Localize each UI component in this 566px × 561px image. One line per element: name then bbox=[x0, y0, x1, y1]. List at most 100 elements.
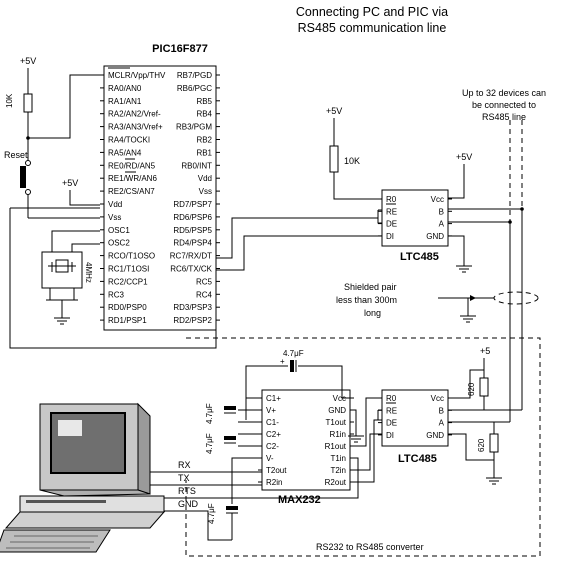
ltc485-bottom-name: LTC485 bbox=[398, 453, 437, 465]
label-vcc-pullup: +5V bbox=[326, 106, 342, 116]
ltc485-top-pin-left-0: R0 bbox=[386, 195, 397, 204]
ltc485-bottom-pin-left-3: DI bbox=[386, 431, 394, 440]
label-vcc-reset: +5V bbox=[20, 56, 36, 66]
label-tx: TX bbox=[178, 473, 190, 483]
resistor-620-1 bbox=[479, 377, 489, 397]
max232-pin-right-6: T2in bbox=[330, 466, 346, 475]
pic-pin-left-0: MCLR/Vpp/THV bbox=[108, 71, 166, 80]
resistor-620-2 bbox=[489, 433, 499, 453]
pic-pin-left-15: RC1/T1OSI bbox=[108, 265, 149, 274]
ltc485-bottom-pin-right-2: A bbox=[439, 419, 445, 428]
max232-pin-left-1: V+ bbox=[266, 406, 276, 415]
max232-pin-right-4: R1out bbox=[325, 442, 347, 451]
label-r-reset: 10K bbox=[5, 93, 14, 108]
pic-pin-right-6: RB1 bbox=[196, 148, 212, 157]
pic-pin-left-9: RE2/CS/AN7 bbox=[108, 187, 155, 196]
ltc485-top-pin-left-1: RE bbox=[386, 207, 397, 216]
ltc485-bottom-pin-right-1: B bbox=[439, 406, 444, 415]
max232-pin-right-2: T1out bbox=[326, 418, 347, 427]
pic-pin-left-10: Vdd bbox=[108, 200, 122, 209]
label-crystal: 4MHz bbox=[84, 262, 93, 283]
pic-pin-left-14: RCO/T1OSO bbox=[108, 252, 155, 261]
label-r620-1: 620 bbox=[467, 382, 476, 396]
max232-body bbox=[261, 389, 351, 491]
ltc485-top-pin-left-3: DI bbox=[386, 232, 394, 241]
crystal-box bbox=[41, 251, 83, 289]
pic-pin-right-4: RB3/PGM bbox=[176, 123, 212, 132]
max232-pin-left-6: T2out bbox=[266, 466, 287, 475]
svg-text:+: + bbox=[280, 357, 285, 366]
pic-pin-left-8: RE1/WR/AN6 bbox=[108, 174, 157, 183]
pic-pin-right-9: Vss bbox=[199, 187, 212, 196]
pic-pin-left-2: RA1/AN1 bbox=[108, 97, 142, 106]
pic-pin-left-13: OSC2 bbox=[108, 239, 130, 248]
devices-note-2: be connected to bbox=[472, 100, 536, 110]
max232-pin-right-7: R2out bbox=[325, 478, 347, 487]
max232-pin-right-1: GND bbox=[328, 406, 346, 415]
computer-icon bbox=[0, 402, 166, 553]
ltc485-top-pin-right-3: GND bbox=[426, 232, 444, 241]
label-cap-top: 4.7μF bbox=[283, 349, 304, 358]
resistor-pullup bbox=[329, 145, 339, 173]
pic-pin-left-16: RC2/CCP1 bbox=[108, 277, 148, 286]
resistor-reset bbox=[23, 93, 33, 113]
pic-pin-left-4: RA3/AN3/Vref+ bbox=[108, 123, 163, 132]
pic-pin-left-7: RE0/RD/AN5 bbox=[108, 161, 156, 170]
max232-pin-left-3: C2+ bbox=[266, 430, 281, 439]
pic-pin-left-11: Vss bbox=[108, 213, 121, 222]
max232-pin-left-5: V- bbox=[266, 454, 274, 463]
pic-pin-right-19: RD2/PSP2 bbox=[173, 316, 212, 325]
max232-pin-left-4: C2- bbox=[266, 442, 279, 451]
pic-pin-right-12: RD5/PSP5 bbox=[173, 226, 212, 235]
pic-pin-right-1: RB6/PGC bbox=[177, 84, 212, 93]
shielded-label-1: Shielded pair bbox=[344, 282, 397, 292]
pic-pin-right-13: RD4/PSP4 bbox=[173, 239, 212, 248]
label-r-pullup: 10K bbox=[344, 156, 360, 166]
pic-pin-left-6: RA5/AN4 bbox=[108, 148, 142, 157]
label-cap-bottom: 4.7μF bbox=[207, 503, 216, 524]
shielded-pair-ellipse bbox=[493, 291, 539, 305]
pic-pin-right-2: RB5 bbox=[196, 97, 212, 106]
devices-note-1: Up to 32 devices can bbox=[462, 88, 546, 98]
pic-pin-right-0: RB7/PGD bbox=[177, 71, 212, 80]
pic-pin-right-10: RD7/PSP7 bbox=[173, 200, 212, 209]
reset-switch bbox=[20, 166, 26, 188]
ltc485-top-pin-left-2: DE bbox=[386, 220, 397, 229]
label-gnd: GND bbox=[178, 499, 199, 509]
pic-pin-right-8: Vdd bbox=[198, 174, 212, 183]
label-rx: RX bbox=[178, 460, 191, 470]
max232-pin-left-0: C1+ bbox=[266, 394, 281, 403]
pic-pin-left-19: RD1/PSP1 bbox=[108, 316, 147, 325]
title-line-1: Connecting PC and PIC via bbox=[296, 5, 448, 19]
pic-right-pins: RB7/PGDRB6/PGCRB5RB4RB3/PGMRB2RB1RB0/INT… bbox=[170, 71, 220, 325]
pic-pin-right-15: RC6/TX/CK bbox=[170, 265, 212, 274]
label-cap-left2: 4.7μF bbox=[205, 433, 214, 454]
label-cap-left1: 4.7μF bbox=[205, 403, 214, 424]
ltc485-top-pin-right-2: A bbox=[439, 220, 445, 229]
pic-pin-left-3: RA2/AN2/Vref- bbox=[108, 110, 161, 119]
pic-pin-left-1: RA0/AN0 bbox=[108, 84, 142, 93]
ltc485-top-pin-right-0: Vcc bbox=[431, 195, 444, 204]
ltc485-bottom-pin-left-2: DE bbox=[386, 419, 397, 428]
pic-pin-right-7: RB0/INT bbox=[181, 161, 212, 170]
ltc485-bottom-pin-right-3: GND bbox=[426, 431, 444, 440]
ltc485-top-pin-right-1: B bbox=[439, 207, 444, 216]
pic-pin-right-18: RD3/PSP3 bbox=[173, 303, 212, 312]
pic-pin-left-5: RA4/TOCKI bbox=[108, 136, 150, 145]
ltc485-top-body bbox=[381, 189, 449, 247]
pic-pin-right-11: RD6/PSP6 bbox=[173, 213, 212, 222]
pic-pin-right-3: RB4 bbox=[196, 110, 212, 119]
label-vcc-vdd: +5V bbox=[62, 178, 78, 188]
devices-note-3: RS485 line bbox=[482, 112, 526, 122]
pic-pin-right-14: RC7/RX/DT bbox=[170, 252, 212, 261]
label-vcc-bottom: +5 bbox=[480, 346, 490, 356]
max232-pin-right-5: T1in bbox=[330, 454, 346, 463]
shielded-label-2: less than 300m bbox=[336, 295, 397, 305]
max232-pin-right-0: Vcc bbox=[333, 394, 346, 403]
pic-body bbox=[103, 65, 217, 331]
title-line-2: RS485 communication line bbox=[298, 21, 447, 35]
